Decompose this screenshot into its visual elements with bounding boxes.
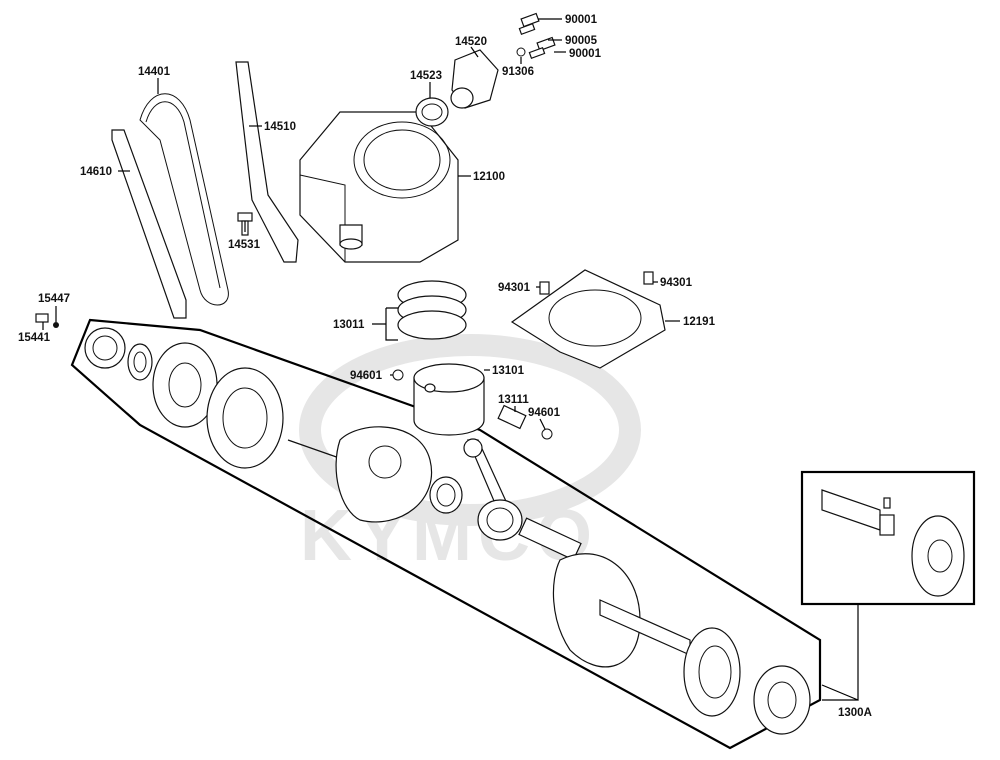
label-13011: 13011	[333, 319, 365, 331]
piston-rings	[397, 280, 467, 340]
crankshaft-assembly-frame	[70, 318, 822, 750]
inset-gear	[911, 515, 965, 597]
dowel-pin-right	[643, 271, 654, 285]
label-13101: 13101	[492, 365, 525, 377]
label-14523: 14523	[410, 70, 442, 82]
label-15441: 15441	[18, 332, 51, 344]
crank-oil-seal	[206, 367, 284, 469]
tensioner-gasket-hole	[421, 103, 443, 121]
crank-bearing-left	[152, 342, 218, 428]
chain-guide	[111, 129, 187, 319]
o-ring-15447	[53, 322, 59, 328]
label-14531: 14531	[228, 239, 261, 251]
label-1300a: 1300A	[838, 707, 872, 719]
label-90001-bottom: 90001	[569, 48, 602, 60]
inset-frame-1300a	[800, 470, 976, 606]
label-94601-right: 94601	[528, 407, 561, 419]
label-14610: 14610	[80, 166, 112, 178]
piston-pin-clip-left	[392, 369, 404, 381]
part-number-labels: 90001 90005 90001 14520 91306 14401 1452…	[18, 14, 872, 719]
crank-web-left	[287, 426, 433, 523]
crank-bearing-right	[753, 665, 811, 735]
label-13111: 13111	[498, 394, 529, 406]
label-14510: 14510	[264, 121, 296, 133]
crank-sprocket	[84, 327, 126, 369]
label-12100: 12100	[473, 171, 505, 183]
chain-tensioner-slipper	[235, 61, 299, 263]
cylinder-base-gasket	[510, 269, 666, 369]
piston	[413, 363, 485, 436]
piston-pin-clip-right	[541, 428, 553, 440]
label-94301-right: 94301	[660, 277, 693, 289]
crank-gear	[683, 627, 741, 717]
leader-lines	[42, 18, 680, 430]
tensioner-body	[450, 49, 499, 109]
crank-washer	[127, 343, 153, 381]
cam-chain-inner	[145, 101, 221, 289]
label-15447: 15447	[38, 293, 70, 305]
inset-bracket	[821, 604, 859, 701]
tensioner-gasket	[415, 97, 449, 127]
label-90005: 90005	[565, 35, 598, 47]
cam-chain	[139, 93, 229, 306]
crank-web-right	[552, 553, 691, 668]
cylinder-block	[299, 111, 459, 263]
label-12191: 12191	[683, 316, 716, 328]
label-90001-top: 90001	[565, 14, 598, 26]
inset-shaft	[821, 489, 895, 536]
dowel-pin-left	[539, 281, 550, 295]
label-94301-left: 94301	[498, 282, 531, 294]
label-94601-left: 94601	[350, 370, 383, 382]
label-14520: 14520	[455, 36, 487, 48]
label-91306: 91306	[502, 66, 534, 78]
crank-pin	[518, 517, 582, 561]
tensioner-bolts	[516, 12, 556, 59]
connecting-rod	[463, 438, 523, 541]
oil-plug-15441	[35, 313, 49, 323]
piston-pin	[497, 404, 527, 430]
conrod-bushing	[429, 476, 463, 514]
label-14401: 14401	[138, 66, 171, 78]
